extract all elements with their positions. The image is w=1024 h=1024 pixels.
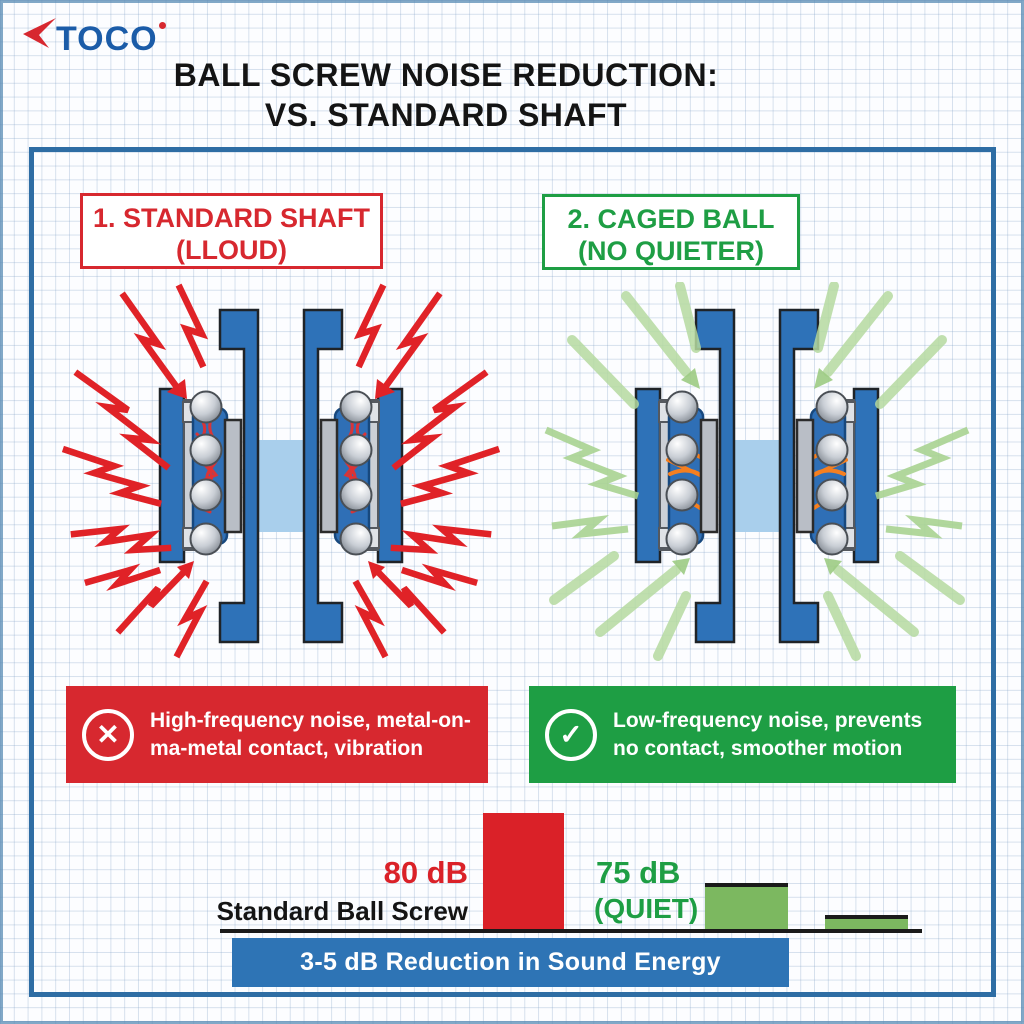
heading-standard-line2: (LLOUD) <box>176 235 287 266</box>
standard-result-line1: High-frequency noise, metal-on- <box>150 709 471 733</box>
check-circle-icon: ✓ <box>545 708 597 761</box>
bar-extra-small <box>825 915 908 929</box>
caged-result-text: Low-frequency noise, prevents no contact… <box>613 707 922 762</box>
category-label-standard: Standard Ball Screw <box>216 896 468 926</box>
heading-standard-line1: 1. STANDARD SHAFT <box>92 203 370 233</box>
shaft <box>731 440 783 532</box>
bar-caged-75db <box>705 883 788 929</box>
caged-result-line2: no contact, smoother motion <box>613 736 903 760</box>
standard-shaft-illustration <box>62 282 500 662</box>
value-label-80db: 80 dB <box>383 855 468 890</box>
heading-caged-line1: 2. CAGED BALL <box>567 204 775 234</box>
caged-result-line1: Low-frequency noise, prevents <box>613 709 923 733</box>
caged-ball-illustration <box>538 282 976 662</box>
standard-result-banner: ✕ High-frequency noise, metal-on- ma-met… <box>66 686 488 783</box>
logo-paper-plane-icon <box>23 18 56 48</box>
heading-caged-line2: (NO QUIETER) <box>578 236 764 267</box>
title-line2: VS. STANDARD SHAFT <box>264 97 628 133</box>
chart-baseline <box>220 929 922 933</box>
reduction-banner: 3-5 dB Reduction in Sound Energy <box>232 938 789 987</box>
x-circle-icon: ✕ <box>82 708 134 761</box>
toco-logo: TOCO <box>22 14 166 56</box>
logo-dot <box>158 22 166 29</box>
page-title: BALL SCREW NOISE REDUCTION: VS. STANDARD… <box>36 55 856 135</box>
title-line1: BALL SCREW NOISE REDUCTION: <box>173 57 719 93</box>
heading-caged-ball: 2. CAGED BALL (NO QUIETER) <box>542 194 800 270</box>
value-label-75db: 75 dB <box>596 855 681 890</box>
shaft <box>255 440 307 532</box>
bar-standard-80db <box>483 813 564 929</box>
standard-result-line2: ma-metal contact, vibration <box>150 736 424 760</box>
heading-standard-shaft: 1. STANDARD SHAFT (LLOUD) <box>80 193 383 269</box>
logo-text: TOCO <box>56 20 158 58</box>
caged-result-banner: ✓ Low-frequency noise, prevents no conta… <box>529 686 956 783</box>
content-frame <box>29 147 996 997</box>
note-label-quiet: (QUIET) <box>594 893 699 924</box>
standard-result-text: High-frequency noise, metal-on- ma-metal… <box>150 707 471 762</box>
